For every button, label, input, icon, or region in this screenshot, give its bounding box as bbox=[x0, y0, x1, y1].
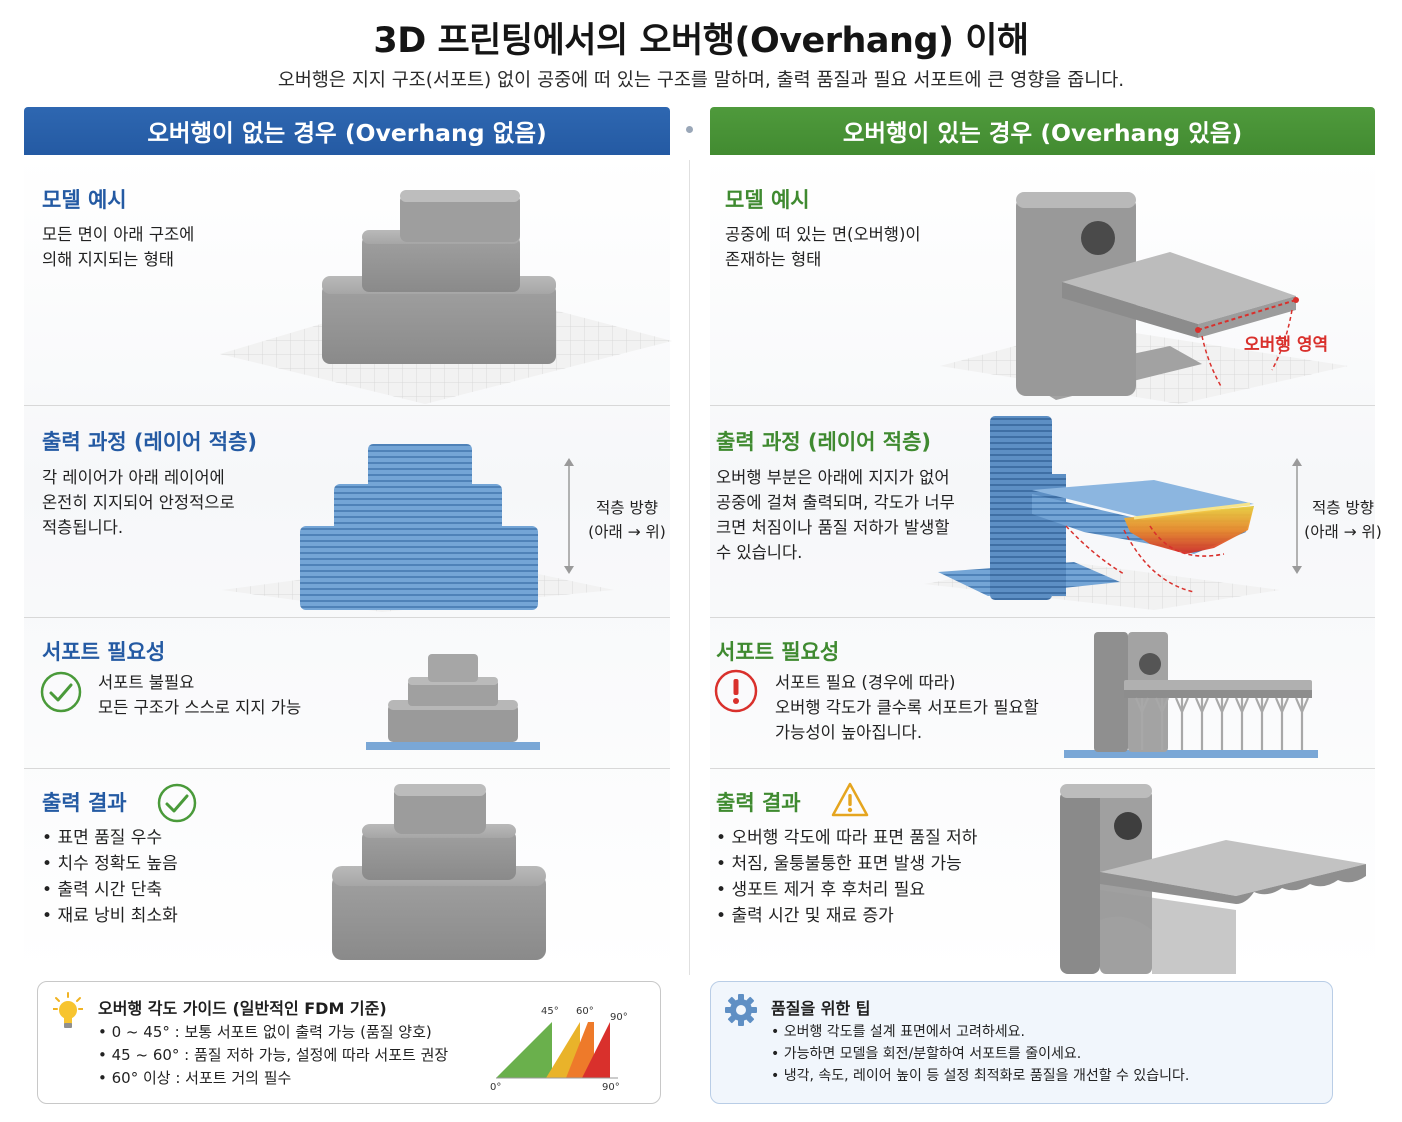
tips-list: 오버행 각도를 설계 표면에서 고려하세요. 가능하면 모델을 회전/분할하여 … bbox=[771, 1021, 1190, 1087]
layered-pyramid-print bbox=[222, 444, 614, 612]
right-process-heading: 출력 과정 (레이어 적층) bbox=[716, 430, 932, 454]
small-pyramid-model bbox=[366, 654, 540, 750]
list-item: 가능하면 모델을 회전/분할하여 서포트를 줄이세요. bbox=[771, 1043, 1189, 1065]
list-item: 표면 품질 우수 bbox=[42, 825, 178, 851]
list-item: 45 ~ 60° : 품질 저하 가능, 설정에 따라 서포트 권장 bbox=[98, 1044, 449, 1067]
left-result-heading: 출력 결과 bbox=[42, 791, 127, 815]
page-title: 3D 프린팅에서의 오버행(Overhang) 이해 bbox=[373, 21, 1029, 61]
section-divider bbox=[710, 617, 1375, 618]
left-process-heading: 출력 과정 (레이어 적층) bbox=[42, 430, 258, 454]
overhang-bracket-model bbox=[940, 192, 1348, 404]
build-direction-arrow bbox=[1292, 458, 1302, 574]
angle-label-90-bottom: 90° bbox=[602, 1082, 620, 1093]
finished-overhang-bracket-model bbox=[1060, 784, 1366, 974]
left-model-description: 모든 면이 아래 구조에 의해 지지되는 형태 bbox=[42, 225, 195, 269]
list-item: 출력 시간 및 재료 증가 bbox=[716, 903, 977, 929]
list-item: 오버행 각도를 설계 표면에서 고려하세요. bbox=[771, 1021, 1189, 1043]
left-support-description: 서포트 불필요 모든 구조가 스스로 지지 가능 bbox=[98, 673, 302, 717]
right-process-description: 오버행 부분은 아래에 지지가 없어 공중에 걸쳐 출력되며, 각도가 너무 크… bbox=[716, 468, 955, 562]
overhang-area-label: 오버행 영역 bbox=[1244, 335, 1329, 355]
section-divider bbox=[24, 768, 670, 769]
lightbulb-icon bbox=[53, 992, 83, 1028]
check-circle-icon bbox=[157, 783, 197, 823]
right-result-list: 오버행 각도에 따라 표면 품질 저하 처짐, 울퉁불퉁한 표면 발생 가능 생… bbox=[716, 825, 977, 929]
finished-pyramid-model bbox=[332, 784, 546, 960]
left-model-heading: 모델 예시 bbox=[42, 188, 127, 212]
page-subtitle: 오버행은 지지 구조(서포트) 없이 공중에 떠 있는 구조를 말하며, 출력 … bbox=[277, 70, 1125, 91]
angle-label-45: 45° bbox=[541, 1006, 559, 1017]
list-item: 60° 이상 : 서포트 거의 필수 bbox=[98, 1067, 448, 1090]
list-item: 오버행 각도에 따라 표면 품질 저하 bbox=[716, 825, 977, 851]
list-item: 생포트 제거 후 후처리 필요 bbox=[716, 877, 977, 903]
build-direction-arrow bbox=[564, 458, 574, 574]
gear-icon bbox=[725, 994, 757, 1026]
guide-title: 오버행 각도 가이드 (일반적인 FDM 기준) bbox=[98, 999, 387, 1018]
angle-label-0: 0° bbox=[490, 1082, 501, 1093]
list-item: 처짐, 울퉁불퉁한 표면 발생 가능 bbox=[716, 851, 977, 877]
column-divider bbox=[689, 160, 690, 975]
guide-list: 0 ~ 45° : 보통 서포트 없이 출력 가능 (품질 양호) 45 ~ 6… bbox=[98, 1021, 449, 1090]
exclamation-circle-icon bbox=[714, 669, 758, 713]
section-divider bbox=[710, 405, 1375, 406]
right-support-description: 서포트 필요 (경우에 따라) 오버행 각도가 클수록 서포트가 필요할 가능성… bbox=[775, 673, 1039, 742]
tips-title: 품질을 위한 팁 bbox=[771, 999, 871, 1018]
list-item: 출력 시간 단축 bbox=[42, 877, 178, 903]
divider-dot bbox=[686, 126, 693, 133]
left-result-list: 표면 품질 우수 치수 정확도 높음 출력 시간 단축 재료 낭비 최소화 bbox=[42, 825, 178, 929]
no-overhang-banner: 오버행이 없는 경우 (Overhang 없음) bbox=[24, 107, 670, 155]
left-build-direction-label: 적층 방향 (아래 → 위) bbox=[588, 499, 666, 541]
right-build-direction-label: 적층 방향 (아래 → 위) bbox=[1304, 499, 1382, 541]
list-item: 치수 정확도 높음 bbox=[42, 851, 177, 877]
angle-label-90-top: 90° bbox=[610, 1012, 628, 1023]
list-item: 냉각, 속도, 레이어 높이 등 설정 최적화로 품질을 개선할 수 있습니다. bbox=[771, 1065, 1190, 1087]
right-support-heading: 서포트 필요성 bbox=[716, 640, 840, 664]
section-divider bbox=[24, 617, 670, 618]
right-model-heading: 모델 예시 bbox=[725, 188, 810, 212]
overhang-banner: 오버행이 있는 경우 (Overhang 있음) bbox=[710, 107, 1375, 155]
right-model-description: 공중에 떠 있는 면(오버행)이 존재하는 형태 bbox=[725, 225, 921, 269]
list-item: 재료 낭비 최소화 bbox=[42, 903, 177, 929]
left-support-heading: 서포트 필요성 bbox=[42, 640, 166, 664]
warning-triangle-icon bbox=[831, 782, 869, 817]
angle-label-60: 60° bbox=[576, 1006, 594, 1017]
right-result-heading: 출력 결과 bbox=[716, 791, 801, 815]
layered-overhang-print bbox=[924, 416, 1280, 610]
bracket-with-supports-model bbox=[1064, 632, 1318, 758]
section-divider bbox=[24, 405, 670, 406]
section-divider bbox=[710, 768, 1375, 769]
list-item: 0 ~ 45° : 보통 서포트 없이 출력 가능 (품질 양호) bbox=[98, 1021, 448, 1044]
angle-guide-chart: 45° 60° 90° 0° 90° bbox=[490, 1006, 628, 1093]
left-process-description: 각 레이어가 아래 레이어에 온전히 지지되어 안정적으로 적층됩니다. bbox=[42, 468, 235, 537]
check-circle-icon bbox=[40, 671, 82, 713]
stepped-pyramid-model bbox=[220, 190, 672, 404]
